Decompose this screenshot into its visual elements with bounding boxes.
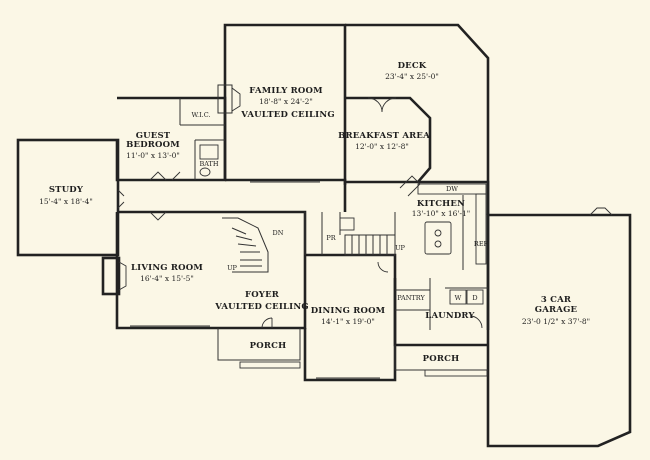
family-room-label: FAMILY ROOM — [249, 86, 323, 96]
porch-right-label: PORCH — [423, 354, 460, 364]
porch-left-label: PORCH — [250, 341, 287, 351]
room-labels: DECK 23'-4" x 25'-0" FAMILY ROOM 18'-8" … — [39, 61, 590, 364]
dryer-label: D — [472, 294, 477, 302]
living-room-label: LIVING ROOM — [131, 263, 203, 273]
dining-room-label: DINING ROOM — [311, 306, 386, 316]
porch-left — [217, 328, 301, 369]
refrigerator-label: REF — [474, 240, 489, 248]
dining-room-dims: 14'-1" x 19'-0" — [321, 317, 375, 326]
living-hearth — [118, 261, 127, 291]
bath-fixtures — [199, 144, 355, 231]
living-room-dims: 16'-4" x 15'-5" — [140, 274, 194, 283]
exterior-walls — [16, 23, 632, 448]
washer — [449, 289, 467, 305]
door-swings — [117, 97, 613, 329]
garage-label-2: GARAGE — [535, 305, 578, 315]
study-label: STUDY — [49, 185, 84, 195]
garage-label-1: 3 CAR — [541, 295, 572, 305]
study-walls — [16, 138, 120, 257]
washer-label: W — [455, 294, 462, 302]
center-core-walls — [225, 178, 347, 212]
wic-label: W.I.C. — [191, 111, 210, 119]
guest-bedroom-label-1: GUEST — [136, 131, 171, 141]
pantry-label: PANTRY — [397, 294, 425, 302]
foyer-label: FOYER — [245, 290, 280, 300]
garage-walls — [486, 213, 632, 448]
living-fireplace — [101, 256, 121, 296]
breakfast-area-label: BREAKFAST AREA — [338, 131, 430, 141]
study-dims: 15'-4" x 18'-4" — [39, 197, 93, 206]
deck-walls — [345, 23, 490, 215]
kitchen-fixtures — [417, 183, 487, 265]
family-room-dims: 18'-8" x 24'-2" — [259, 97, 313, 106]
porch-right — [394, 345, 488, 377]
family-room-walls — [223, 23, 347, 185]
family-fireplace — [217, 84, 241, 114]
rear-stair-up-label: UP — [395, 244, 405, 252]
breakfast-area-dims: 12'-0" x 12'-8" — [355, 142, 409, 151]
kitchen-dims: 13'-10" x 16'-1" — [412, 209, 471, 218]
main-stair — [222, 217, 269, 273]
windows — [130, 181, 380, 379]
dishwasher-label: DW — [446, 185, 458, 193]
deck-dims: 23'-4" x 25'-0" — [385, 72, 439, 81]
guest-bedroom-dims: 11'-0" x 13'-0" — [126, 151, 180, 160]
powder-room-label: PR — [326, 234, 336, 242]
deck-label: DECK — [398, 61, 427, 71]
stair-up-label: UP — [227, 264, 237, 272]
rear-stair — [344, 234, 396, 256]
foyer-note: VAULTED CEILING — [214, 302, 309, 312]
stair-dn-label: DN — [273, 229, 284, 237]
guest-bedroom-label-2: BEDROOM — [126, 140, 180, 150]
kitchen-island — [424, 221, 452, 255]
fixture-labels: DW REF W D UP DN UP — [227, 185, 488, 302]
kitchen-label: KITCHEN — [417, 199, 465, 209]
bath-label: BATH — [199, 160, 218, 168]
laundry-label: LAUNDRY — [425, 311, 475, 321]
dryer — [466, 289, 484, 305]
garage-dims: 23'-0 1/2" x 37'-8" — [522, 317, 590, 326]
family-room-note: VAULTED CEILING — [240, 110, 335, 120]
